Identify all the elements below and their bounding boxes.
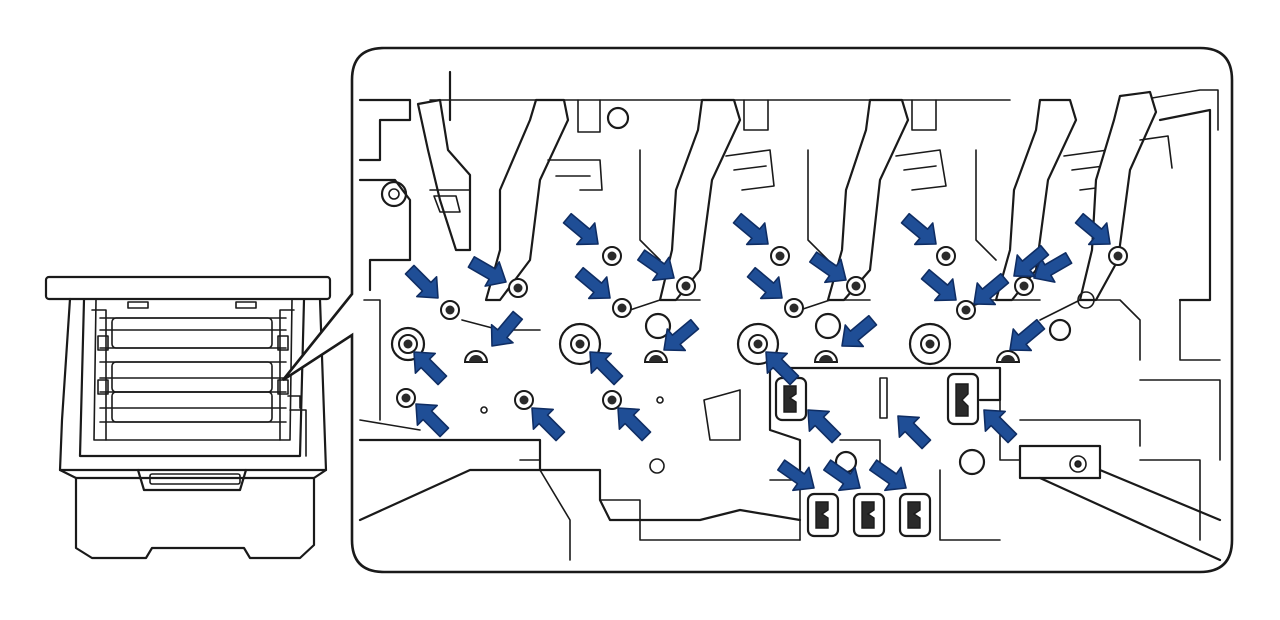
arrow-icon (776, 459, 815, 492)
arrow-icon (415, 403, 450, 438)
arrow-icon (636, 249, 675, 282)
contact-point-icon (784, 298, 804, 318)
contact-point-icon (602, 390, 622, 410)
contact-point-icon (1108, 246, 1128, 266)
arrow-icon (920, 268, 957, 302)
arrow-icon (973, 272, 1010, 306)
contact-point-icon (398, 334, 418, 354)
arrow-icon (897, 415, 932, 450)
contact-point-icon (920, 334, 940, 354)
printer-interior-linework (358, 70, 1222, 562)
contact-point-icon (612, 298, 632, 318)
contact-point-icon (936, 246, 956, 266)
arrow-icon (1074, 212, 1111, 246)
connector-clip (852, 492, 886, 538)
contact-point-icon (602, 246, 622, 266)
contact-point-icon (643, 350, 669, 363)
contact-point-icon (508, 278, 528, 298)
contact-point-icon (846, 276, 866, 296)
contact-point-icon (396, 388, 416, 408)
printer-icon (44, 275, 332, 560)
arrow-icon (1013, 244, 1050, 278)
contact-point-icon (514, 390, 534, 410)
arrow-icon (746, 266, 783, 300)
contact-point-icon (995, 350, 1021, 363)
contact-point-icon (676, 276, 696, 296)
connector-clip (898, 492, 932, 538)
arrow-icon (807, 409, 842, 444)
arrow-icon (531, 407, 566, 442)
arrow-icon (413, 351, 448, 386)
contact-point-icon (813, 350, 839, 363)
arrow-icon (841, 314, 878, 348)
arrow-icon (562, 212, 599, 246)
arrow-group (404, 212, 1111, 492)
contact-point-icon (748, 334, 768, 354)
arrow-icon (663, 318, 700, 352)
arrow-icon (868, 459, 907, 492)
arrow-icon (490, 310, 524, 347)
contact-point-icon (1014, 276, 1034, 296)
arrow-icon (589, 351, 624, 386)
arrow-icon (808, 251, 847, 284)
arrow-icon (765, 351, 800, 386)
arrow-icon (404, 264, 439, 299)
arrow-icon (983, 409, 1018, 444)
contact-point-icon (440, 300, 460, 320)
arrow-icon (467, 256, 507, 287)
contact-point-icon (463, 350, 489, 363)
arrow-icon (574, 266, 611, 300)
arrow-icon (1009, 318, 1046, 352)
arrow-icon (732, 212, 769, 246)
contact-point-icon (570, 334, 590, 354)
contact-point-icon (956, 300, 976, 320)
contact-point-icon (770, 246, 790, 266)
arrow-icon (617, 407, 652, 442)
arrow-icon (822, 459, 861, 492)
arrow-icon (900, 212, 937, 246)
connector-clip (946, 372, 980, 426)
connector-clip (806, 492, 840, 538)
